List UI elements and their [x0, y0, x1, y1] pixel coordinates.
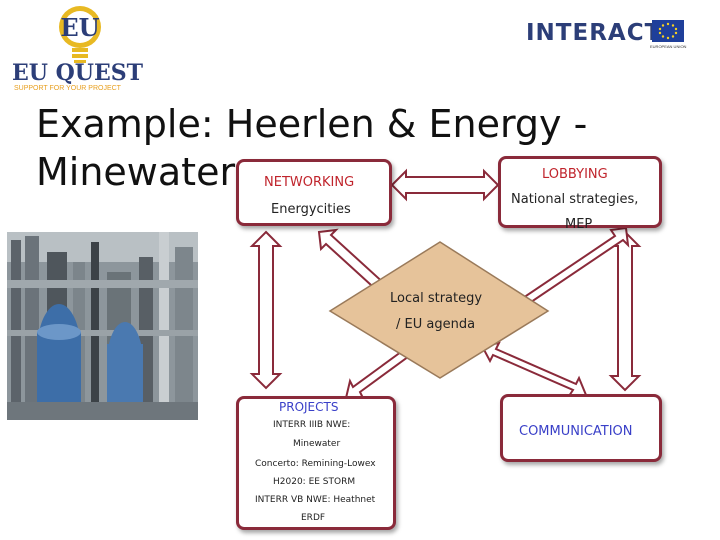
slide-title: Example: Heerlen & Energy - Minewater [36, 100, 596, 196]
projects-item: H2020: EE STORM [273, 477, 356, 487]
lobbying-box: LOBBYING National strategies, MEP [498, 156, 662, 232]
projects-item: Minewater [293, 439, 341, 449]
center-line2: / EU agenda [396, 317, 476, 332]
pipes-image [7, 232, 198, 420]
slide-title-line2: Minewater [36, 150, 236, 194]
center-communication-arrow [480, 341, 588, 398]
communication-box: COMMUNICATION [500, 394, 662, 462]
communication-heading: COMMUNICATION [519, 424, 633, 439]
eu-flag-caption: EUROPEAN UNION [650, 44, 687, 49]
eu-quest-wordmark: EU QUEST [12, 60, 143, 86]
networking-lobbying-arrow [390, 168, 500, 202]
lobbying-body-line2: MEP [565, 217, 593, 232]
minewater-plant-photo [7, 232, 198, 420]
projects-item: INTERR VB NWE: Heathnet [255, 495, 376, 505]
projects-item: Concerto: Remining-Lowex [255, 459, 376, 469]
slide-title-line1: Example: Heerlen & Energy - [36, 102, 588, 146]
center-line1: Local strategy [390, 291, 483, 306]
projects-box: PROJECTS INTERR IIIB NWE: Minewater Conc… [236, 396, 396, 530]
lightbulb-icon: EU [59, 6, 101, 63]
networking-projects-arrow [249, 230, 283, 390]
lobbying-heading: LOBBYING [542, 167, 608, 182]
eu-quest-tagline: SUPPORT FOR YOUR PROJECT [14, 85, 121, 92]
local-strategy-diamond [328, 241, 550, 379]
interact-wordmark: INTERACT [526, 20, 662, 46]
lobbying-body-line1: National strategies, [511, 192, 639, 207]
lobbying-center-arrow [517, 226, 630, 312]
networking-box: NETWORKING Energycities [236, 159, 392, 226]
projects-item: INTERR IIIB NWE: [273, 420, 351, 430]
svg-text:EU: EU [60, 13, 99, 42]
interact-logo: INTERACT EUROPEAN UNION [524, 18, 714, 54]
eu-quest-logo: EU EU QUEST SUPPORT FOR YOUR PROJECT [8, 0, 143, 98]
lobbying-communication-arrow [608, 230, 642, 392]
networking-heading: NETWORKING [264, 175, 355, 190]
networking-body: Energycities [271, 202, 351, 217]
projects-item: ERDF [301, 513, 326, 523]
eu-flag-icon [652, 20, 684, 42]
projects-heading: PROJECTS [279, 400, 339, 414]
